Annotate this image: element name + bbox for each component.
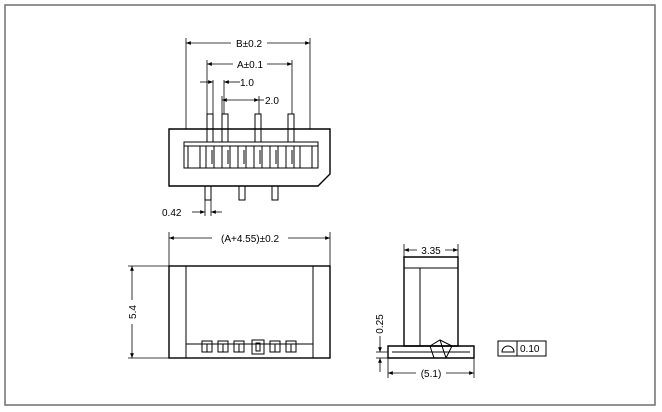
dim-pitch-2-label: 2.0 [265,96,279,107]
flatness-tolerance-frame: 0.10 [497,340,547,357]
dim-base-width-label: (5.1) [421,369,442,380]
dim-pitch-1-label: 1.0 [240,78,254,89]
front-view-housing [168,265,331,359]
top-view-lower-pins [204,185,279,201]
top-view-slot [183,141,319,169]
dim-a-label: A±0.1 [237,60,263,71]
top-view: B±0.2 A±0.1 1.0 2.0 0.42 [162,37,331,219]
side-view: 3.35 0.25 (5.1) 0.10 [375,244,547,380]
flatness-value-label: 0.10 [520,344,540,355]
side-view-body [403,256,459,347]
dim-height-label: 5.4 [128,305,139,319]
top-view-housing [168,128,331,187]
dim-length-label: (A+4.55)±0.2 [221,234,279,245]
dim-b-label: B±0.2 [236,39,262,50]
front-view: (A+4.55)±0.2 5.4 [126,232,331,359]
dim-thickness-label: 0.25 [375,314,386,334]
drawing-border [4,4,656,406]
dim-pin-width-label: 0.42 [162,208,182,219]
dim-depth-label: 3.35 [421,246,441,257]
top-view-upper-pins [206,113,295,143]
flatness-symbol-icon [501,345,515,353]
front-view-terminals [201,339,297,355]
top-view-contacts [187,145,313,169]
